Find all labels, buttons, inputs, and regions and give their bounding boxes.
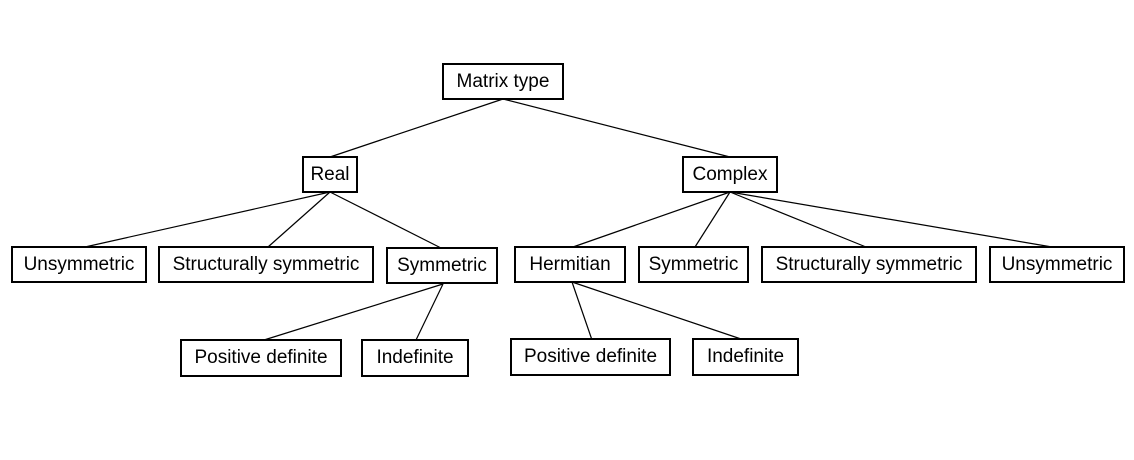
node-complex-positive-definite: Positive definite — [510, 338, 671, 376]
edge-real-symmetric — [329, 191, 442, 249]
edge-hermitian-indefinite — [571, 281, 745, 341]
node-real-positive-definite: Positive definite — [180, 339, 342, 377]
node-complex-symmetric: Symmetric — [638, 246, 749, 283]
node-complex: Complex — [682, 156, 778, 193]
node-real: Real — [302, 156, 358, 193]
edge-real-symmetric-indefinite — [415, 283, 444, 341]
node-complex-unsymmetric: Unsymmetric — [989, 246, 1125, 283]
node-complex-hermitian: Hermitian — [514, 246, 626, 283]
node-real-symmetric: Symmetric — [386, 247, 498, 284]
node-real-unsymmetric: Unsymmetric — [11, 246, 147, 283]
edge-complex-structurally-symmetric — [729, 191, 867, 248]
node-real-structurally-symmetric: Structurally symmetric — [158, 246, 374, 283]
node-complex-indefinite: Indefinite — [692, 338, 799, 376]
edge-complex-unsymmetric — [729, 191, 1053, 248]
edge-real-unsymmetric — [84, 191, 331, 248]
edge-root-complex — [502, 98, 731, 158]
node-matrix-type: Matrix type — [442, 63, 564, 100]
node-complex-structurally-symmetric: Structurally symmetric — [761, 246, 977, 283]
node-real-indefinite: Indefinite — [361, 339, 469, 377]
edge-real-structurally-symmetric — [267, 191, 331, 248]
edge-hermitian-positive-definite — [571, 281, 593, 341]
edge-complex-hermitian — [572, 191, 731, 248]
edge-real-symmetric-positive-definite — [263, 283, 444, 341]
edge-complex-symmetric — [694, 191, 731, 248]
edge-root-real — [329, 98, 504, 158]
